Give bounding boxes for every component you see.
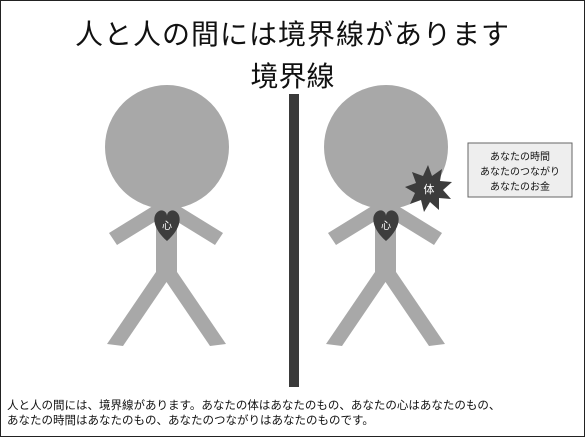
- callout-line-3: あなたのお金: [490, 180, 550, 193]
- left-person-right-leg: [159, 269, 226, 346]
- right-person-left-leg: [326, 269, 393, 346]
- slide-subtitle: 境界線: [250, 60, 335, 93]
- left-person-head: [105, 85, 229, 209]
- caption: 人と人の間には、境界線があります。あなたの体はあなたのもの、あなたの心はあなたの…: [7, 398, 582, 428]
- body-burst-label: 体: [424, 182, 435, 196]
- right-person-right-arm: [382, 201, 442, 245]
- callout-line-2: あなたのつながり: [480, 165, 560, 178]
- caption-line-2: あなたの時間はあなたのもの、あなたのつながりはあなたのものです。: [7, 413, 374, 427]
- slide-title: 人と人の間には境界線があります: [74, 18, 510, 51]
- callout-box: [467, 142, 573, 198]
- right-person: 心 体 あなたの時間 あなたのつながり あなたのお金: [324, 85, 573, 346]
- left-person-left-arm: [109, 201, 169, 245]
- right-person-right-leg: [378, 269, 445, 346]
- caption-line-1: 人と人の間には、境界線があります。あなたの体はあなたのもの、あなたの心はあなたの…: [7, 398, 501, 412]
- left-person-left-leg: [107, 269, 174, 346]
- right-heart: [373, 210, 399, 241]
- right-heart-label: 心: [381, 220, 391, 232]
- callout-line-1: あなたの時間: [490, 151, 550, 163]
- boundary-line: [289, 94, 299, 387]
- body-burst: [405, 165, 452, 212]
- left-heart: [154, 210, 180, 241]
- right-person-left-arm: [328, 201, 388, 245]
- left-heart-label: 心: [162, 220, 172, 232]
- left-person-right-arm: [163, 201, 223, 245]
- left-person: 心: [105, 85, 229, 346]
